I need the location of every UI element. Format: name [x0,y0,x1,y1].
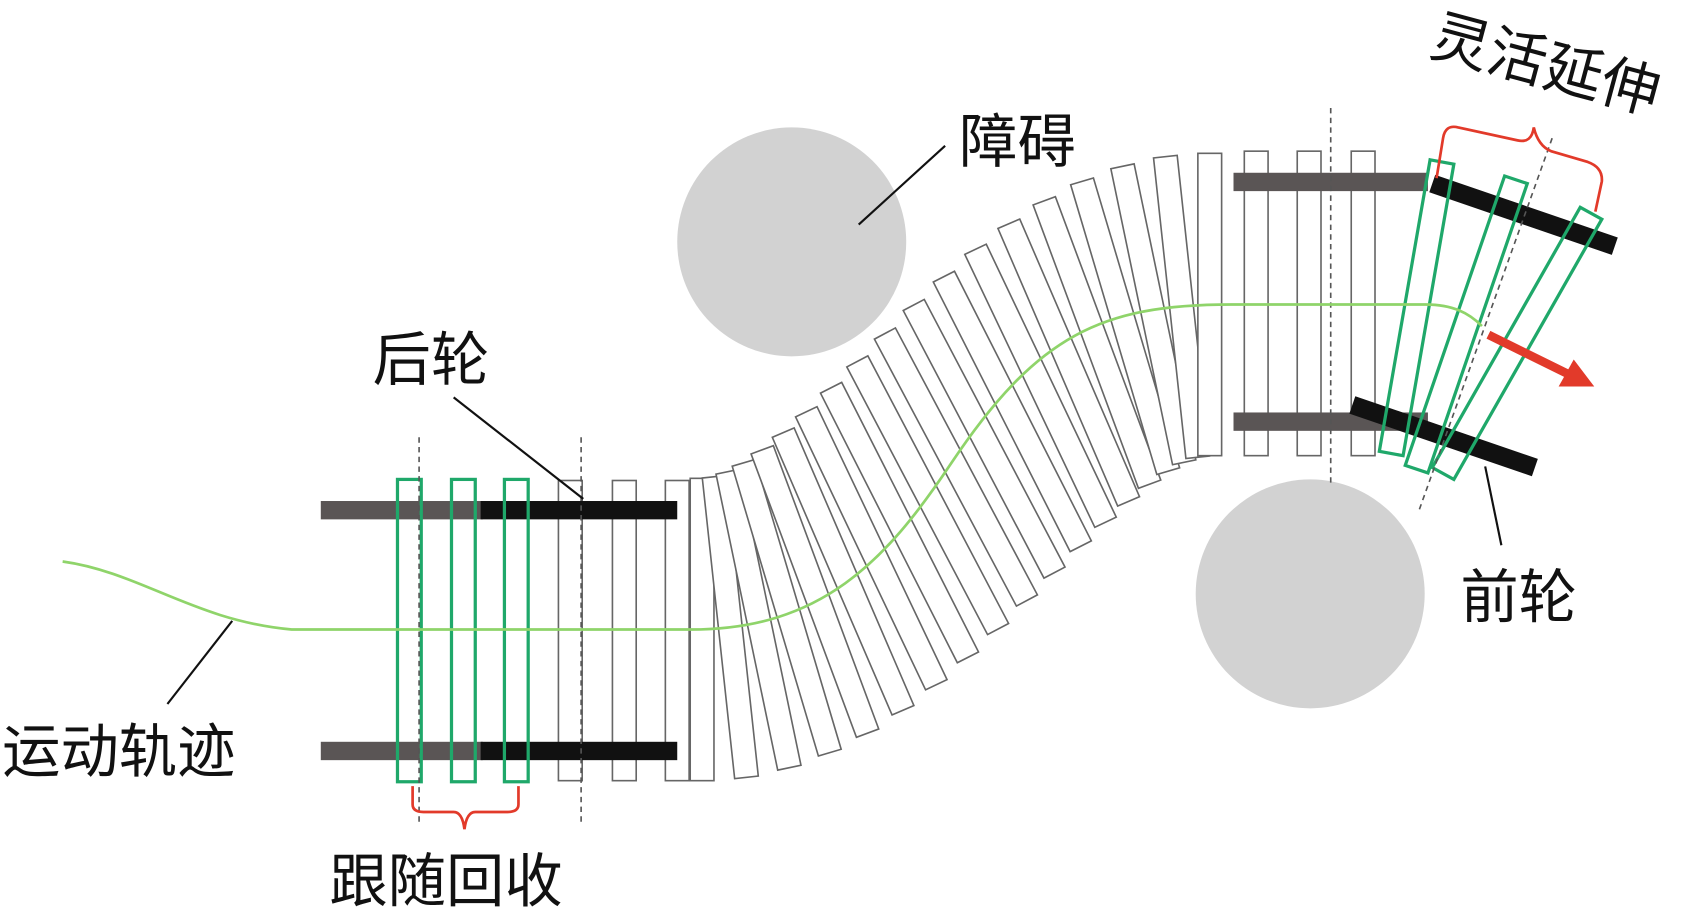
curved-slat [1069,176,1181,476]
label-flexible-extend: 灵活延伸 [1424,2,1667,128]
curved-slat [932,270,1093,553]
retract-brace [411,786,520,830]
motion-trajectory [62,303,1483,631]
rear-wheel-bottom-retracted [320,741,483,761]
label-trajectory: 运动轨迹 [2,718,235,786]
extend-brace [1435,125,1604,212]
curved-slat [819,381,980,664]
dashed-axis [1418,137,1553,510]
obstacle-upper [677,127,907,357]
rear-wheel-top [480,501,678,520]
front-wheel-top [1429,174,1618,255]
arrow-head-icon [1558,359,1595,387]
curved-slat [902,298,1067,580]
curved-slat [1032,195,1162,490]
curved-slat [715,468,802,772]
curved-slat [731,458,843,758]
rear-wheel-bottom [480,741,678,761]
label-rear-wheel: 后轮 [373,326,490,394]
rear-wheel-top-retracted [320,501,483,520]
front-wheel-top-previous [1233,172,1428,192]
curved-slat [794,405,949,691]
label-follow-retract: 跟随回收 [329,848,562,907]
front-wheel-bottom [1349,396,1538,477]
green-slat [1403,173,1530,475]
leader-lines [166,144,1503,705]
curved-slat [750,444,880,739]
green-slat [1430,205,1605,482]
extended-slats [1377,157,1605,482]
label-front-wheel: 前轮 [1460,564,1577,632]
green-slat [1377,157,1456,458]
label-obstacle: 障碍 [959,108,1076,176]
obstacle-lower [1195,479,1425,709]
curved-slat [996,217,1141,508]
curved-slat [771,426,915,717]
curved-slat [1109,162,1197,466]
direction-arrow [1486,330,1574,380]
curved-slat [963,243,1118,529]
